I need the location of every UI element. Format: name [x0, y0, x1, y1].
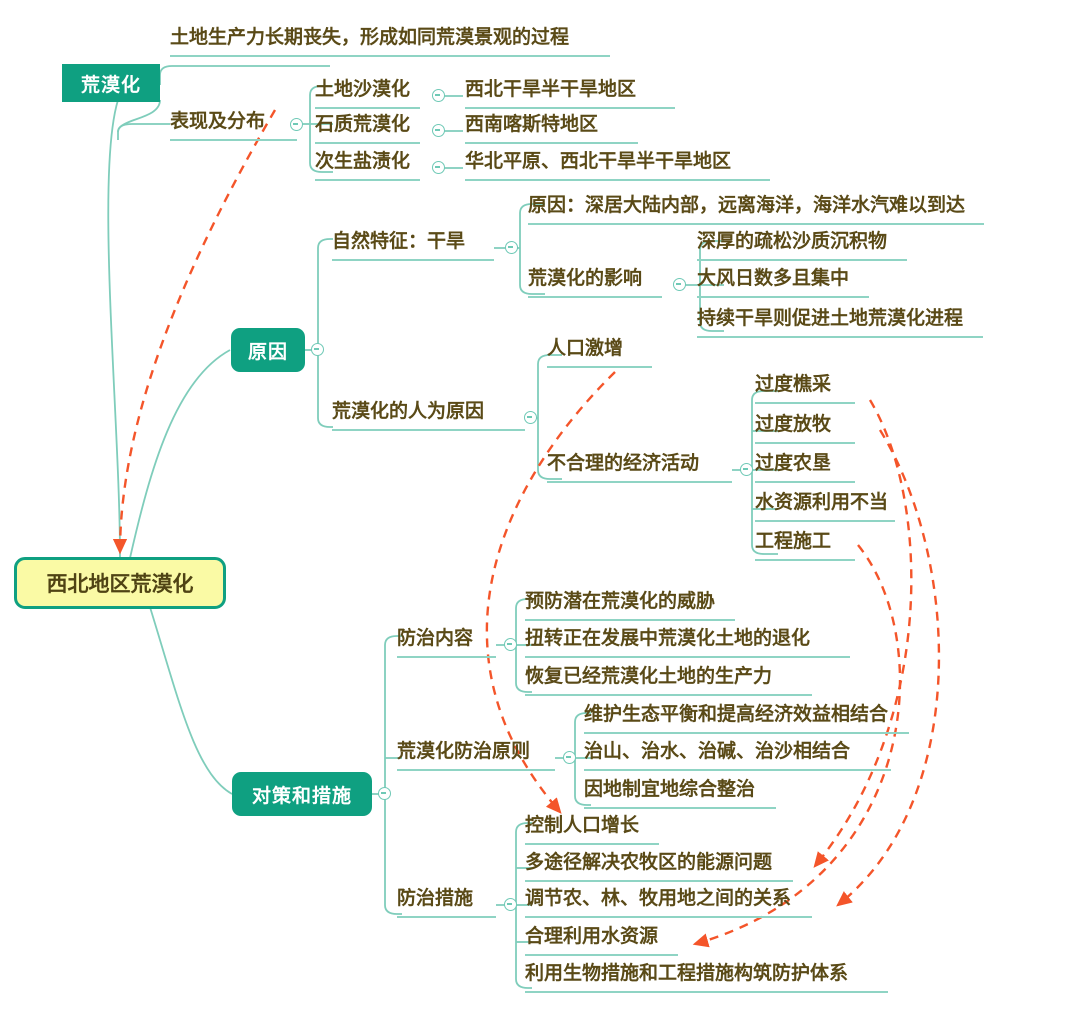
node-tudishamohua[interactable]: 土地沙漠化 [315, 78, 411, 100]
toggle-shizhi[interactable] [432, 124, 445, 137]
node-shizhi[interactable]: 石质荒漠化 [315, 113, 411, 135]
underline-cuoshi-child1 [525, 843, 659, 845]
node-jingji-child5[interactable]: 工程施工 [755, 530, 832, 552]
node-ziran-child1[interactable]: 原因：深居大陆内部，远离海洋，海洋水汽难以到达 [528, 194, 966, 216]
toggle-tudishamohua[interactable] [432, 89, 445, 102]
node-yingxiang-child2[interactable]: 大风日数多且集中 [697, 267, 850, 289]
node-cuoshi-child2[interactable]: 多途径解决农牧区的能源问题 [525, 851, 773, 873]
node-renweiyuanyin[interactable]: 荒漠化的人为原因 [332, 400, 485, 422]
underline-cuoshi-child4 [525, 954, 678, 956]
underline-fangzhiyuanze [397, 769, 555, 771]
underline-definition [170, 55, 610, 57]
underline-tudishamohua [315, 107, 420, 109]
branch-yuanyin[interactable]: 原因 [231, 328, 305, 372]
underline-cuoshi-child2 [525, 880, 793, 882]
toggle-ziran[interactable] [505, 241, 518, 254]
branch-duice[interactable]: 对策和措施 [232, 772, 372, 816]
node-jingji-child3[interactable]: 过度农垦 [755, 452, 832, 474]
toggle-biaoxian[interactable] [290, 118, 303, 131]
node-renkoujizeng[interactable]: 人口激增 [547, 337, 624, 359]
underline-yuanze-child3 [584, 807, 776, 809]
underline-fangzhicuoshi [397, 916, 496, 918]
toggle-cisheng[interactable] [432, 161, 445, 174]
underline-yingxiang [528, 296, 662, 298]
node-fangzhicuoshi[interactable]: 防治措施 [397, 887, 474, 909]
toggle-fangzhicuoshi[interactable] [504, 898, 517, 911]
node-ziranzhengzheng[interactable]: 自然特征：干旱 [332, 230, 466, 252]
toggle-jingjihuodong[interactable] [740, 463, 753, 476]
underline-neirong-child1 [525, 619, 735, 621]
node-jingji-child2[interactable]: 过度放牧 [755, 413, 832, 435]
underline-ziran-child1 [528, 223, 984, 225]
node-neirong-child1[interactable]: 预防潜在荒漠化的威胁 [525, 590, 716, 612]
underline-cuoshi-child3 [525, 916, 812, 918]
underline-yuanze-child2 [584, 769, 891, 771]
toggle-duice[interactable] [378, 787, 391, 800]
underline-yingxiang-child2 [697, 296, 869, 298]
node-jingji-child4[interactable]: 水资源利用不当 [755, 491, 889, 513]
underline-ziran [332, 259, 494, 261]
node-cisheng[interactable]: 次生盐渍化 [315, 150, 411, 172]
node-cisheng-child[interactable]: 华北平原、西北干旱半干旱地区 [465, 150, 732, 172]
underline-tudishamohua-child [465, 107, 675, 109]
underline-jingjihuodong [547, 481, 732, 483]
toggle-fangzhiyuanze[interactable] [563, 751, 576, 764]
toggle-fangzhineirong[interactable] [504, 638, 517, 651]
underline-cisheng [315, 179, 420, 181]
node-yuanze-child3[interactable]: 因地制宜地综合整治 [584, 778, 756, 800]
node-cuoshi-child4[interactable]: 合理利用水资源 [525, 925, 659, 947]
branch-huangmohua-label: 荒漠化 [80, 73, 141, 96]
toggle-yuanyin[interactable] [311, 343, 324, 356]
node-shizhi-child[interactable]: 西南喀斯特地区 [465, 113, 599, 135]
underline-cuoshi-child5 [525, 991, 888, 993]
underline-neirong-child3 [525, 694, 812, 696]
root-label: 西北地区荒漠化 [46, 572, 194, 596]
underline-yuanze-child1 [584, 732, 909, 734]
underline-jingji-child4 [755, 520, 895, 522]
node-jingji-child1[interactable]: 过度樵采 [755, 373, 832, 395]
node-fangzhiyuanze[interactable]: 荒漠化防治原则 [397, 740, 531, 762]
underline-jingji-child2 [755, 442, 855, 444]
underline-renkoujizeng [547, 366, 652, 368]
node-yuanze-child1[interactable]: 维护生态平衡和提高经济效益相结合 [584, 703, 889, 725]
underline-jingji-child5 [755, 559, 855, 561]
toggle-renweiyuanyin[interactable] [524, 411, 537, 424]
branch-yuanyin-label: 原因 [247, 340, 288, 363]
underline-yingxiang-child1 [697, 259, 907, 261]
underline-jingji-child1 [755, 402, 855, 404]
root-node[interactable]: 西北地区荒漠化 [14, 557, 226, 609]
node-cuoshi-child5[interactable]: 利用生物措施和工程措施构筑防护体系 [525, 962, 849, 984]
underline-shizhi-child [465, 142, 638, 144]
underline-yingxiang-child3 [697, 336, 983, 338]
node-tudishamohua-child[interactable]: 西北干旱半干旱地区 [465, 78, 637, 100]
node-yingxiang[interactable]: 荒漠化的影响 [528, 267, 643, 289]
underline-renweiyuanyin [332, 429, 525, 431]
node-cuoshi-child1[interactable]: 控制人口增长 [525, 814, 640, 836]
node-cuoshi-child3[interactable]: 调节农、林、牧用地之间的关系 [525, 887, 792, 909]
node-yingxiang-child3[interactable]: 持续干旱则促进土地荒漠化进程 [697, 307, 964, 329]
node-fangzhineirong[interactable]: 防治内容 [397, 627, 474, 649]
underline-jingji-child3 [755, 481, 855, 483]
branch-huangmohua[interactable]: 荒漠化 [62, 64, 160, 102]
node-yuanze-child2[interactable]: 治山、治水、治碱、治沙相结合 [584, 740, 851, 762]
underline-neirong-child2 [525, 656, 850, 658]
node-jingjihuodong[interactable]: 不合理的经济活动 [547, 452, 700, 474]
branch-duice-label: 对策和措施 [251, 784, 352, 807]
node-biaoxian[interactable]: 表现及分布 [170, 110, 266, 132]
underline-shizhi [315, 142, 420, 144]
underline-fangzhineirong [397, 656, 496, 658]
node-yingxiang-child1[interactable]: 深厚的疏松沙质沉积物 [697, 230, 888, 252]
node-definition[interactable]: 土地生产力长期丧失，形成如同荒漠景观的过程 [170, 26, 570, 48]
toggle-yingxiang[interactable] [673, 278, 686, 291]
underline-biaoxian [170, 139, 297, 141]
node-neirong-child2[interactable]: 扭转正在发展中荒漠化土地的退化 [525, 627, 811, 649]
underline-cisheng-child [465, 179, 770, 181]
node-neirong-child3[interactable]: 恢复已经荒漠化土地的生产力 [525, 665, 773, 687]
